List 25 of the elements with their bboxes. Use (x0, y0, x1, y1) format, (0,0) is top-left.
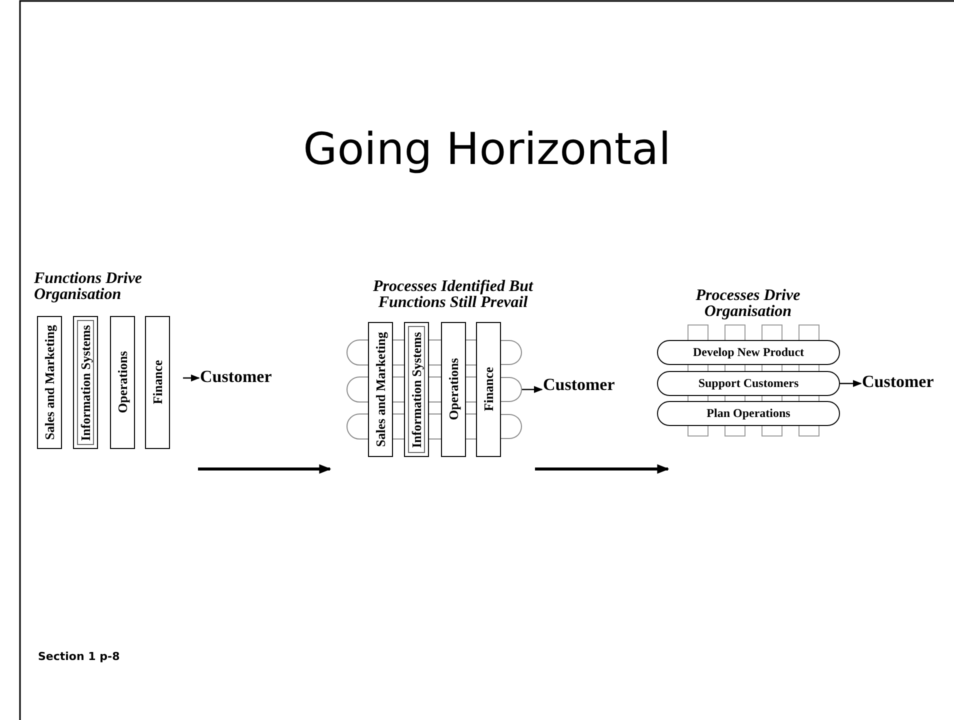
function-column: Operations (110, 316, 135, 449)
process-lane-end (501, 377, 522, 402)
function-column: Finance (476, 322, 501, 457)
arrow (840, 380, 862, 388)
arrow (522, 386, 543, 394)
process-lane-end (501, 340, 522, 365)
process-lane-end (501, 414, 522, 439)
arrow (183, 374, 200, 382)
function-column: Information Systems (73, 316, 98, 449)
function-column: Sales and Marketing (37, 316, 62, 449)
slide-title: Going Horizontal (302, 124, 672, 175)
customer-label: Customer (200, 367, 310, 389)
function-column: Information Systems (404, 322, 429, 457)
process-band: Plan Operations (657, 401, 840, 426)
page-number: Section 1 p-8 (38, 650, 121, 663)
panel-heading: Processes Identified But Functions Still Prevail (372, 279, 534, 311)
function-column: Operations (441, 322, 466, 457)
function-column: Finance (145, 316, 170, 449)
customer-label: Customer (543, 375, 653, 397)
panel-heading: Functions Drive Organisation (34, 271, 144, 303)
customer-label: Customer (862, 372, 952, 394)
process-band: Support Customers (657, 371, 840, 396)
function-column: Sales and Marketing (368, 322, 393, 457)
panel-heading: Processes Drive Organisation (694, 288, 802, 320)
process-band: Develop New Product (657, 340, 840, 365)
